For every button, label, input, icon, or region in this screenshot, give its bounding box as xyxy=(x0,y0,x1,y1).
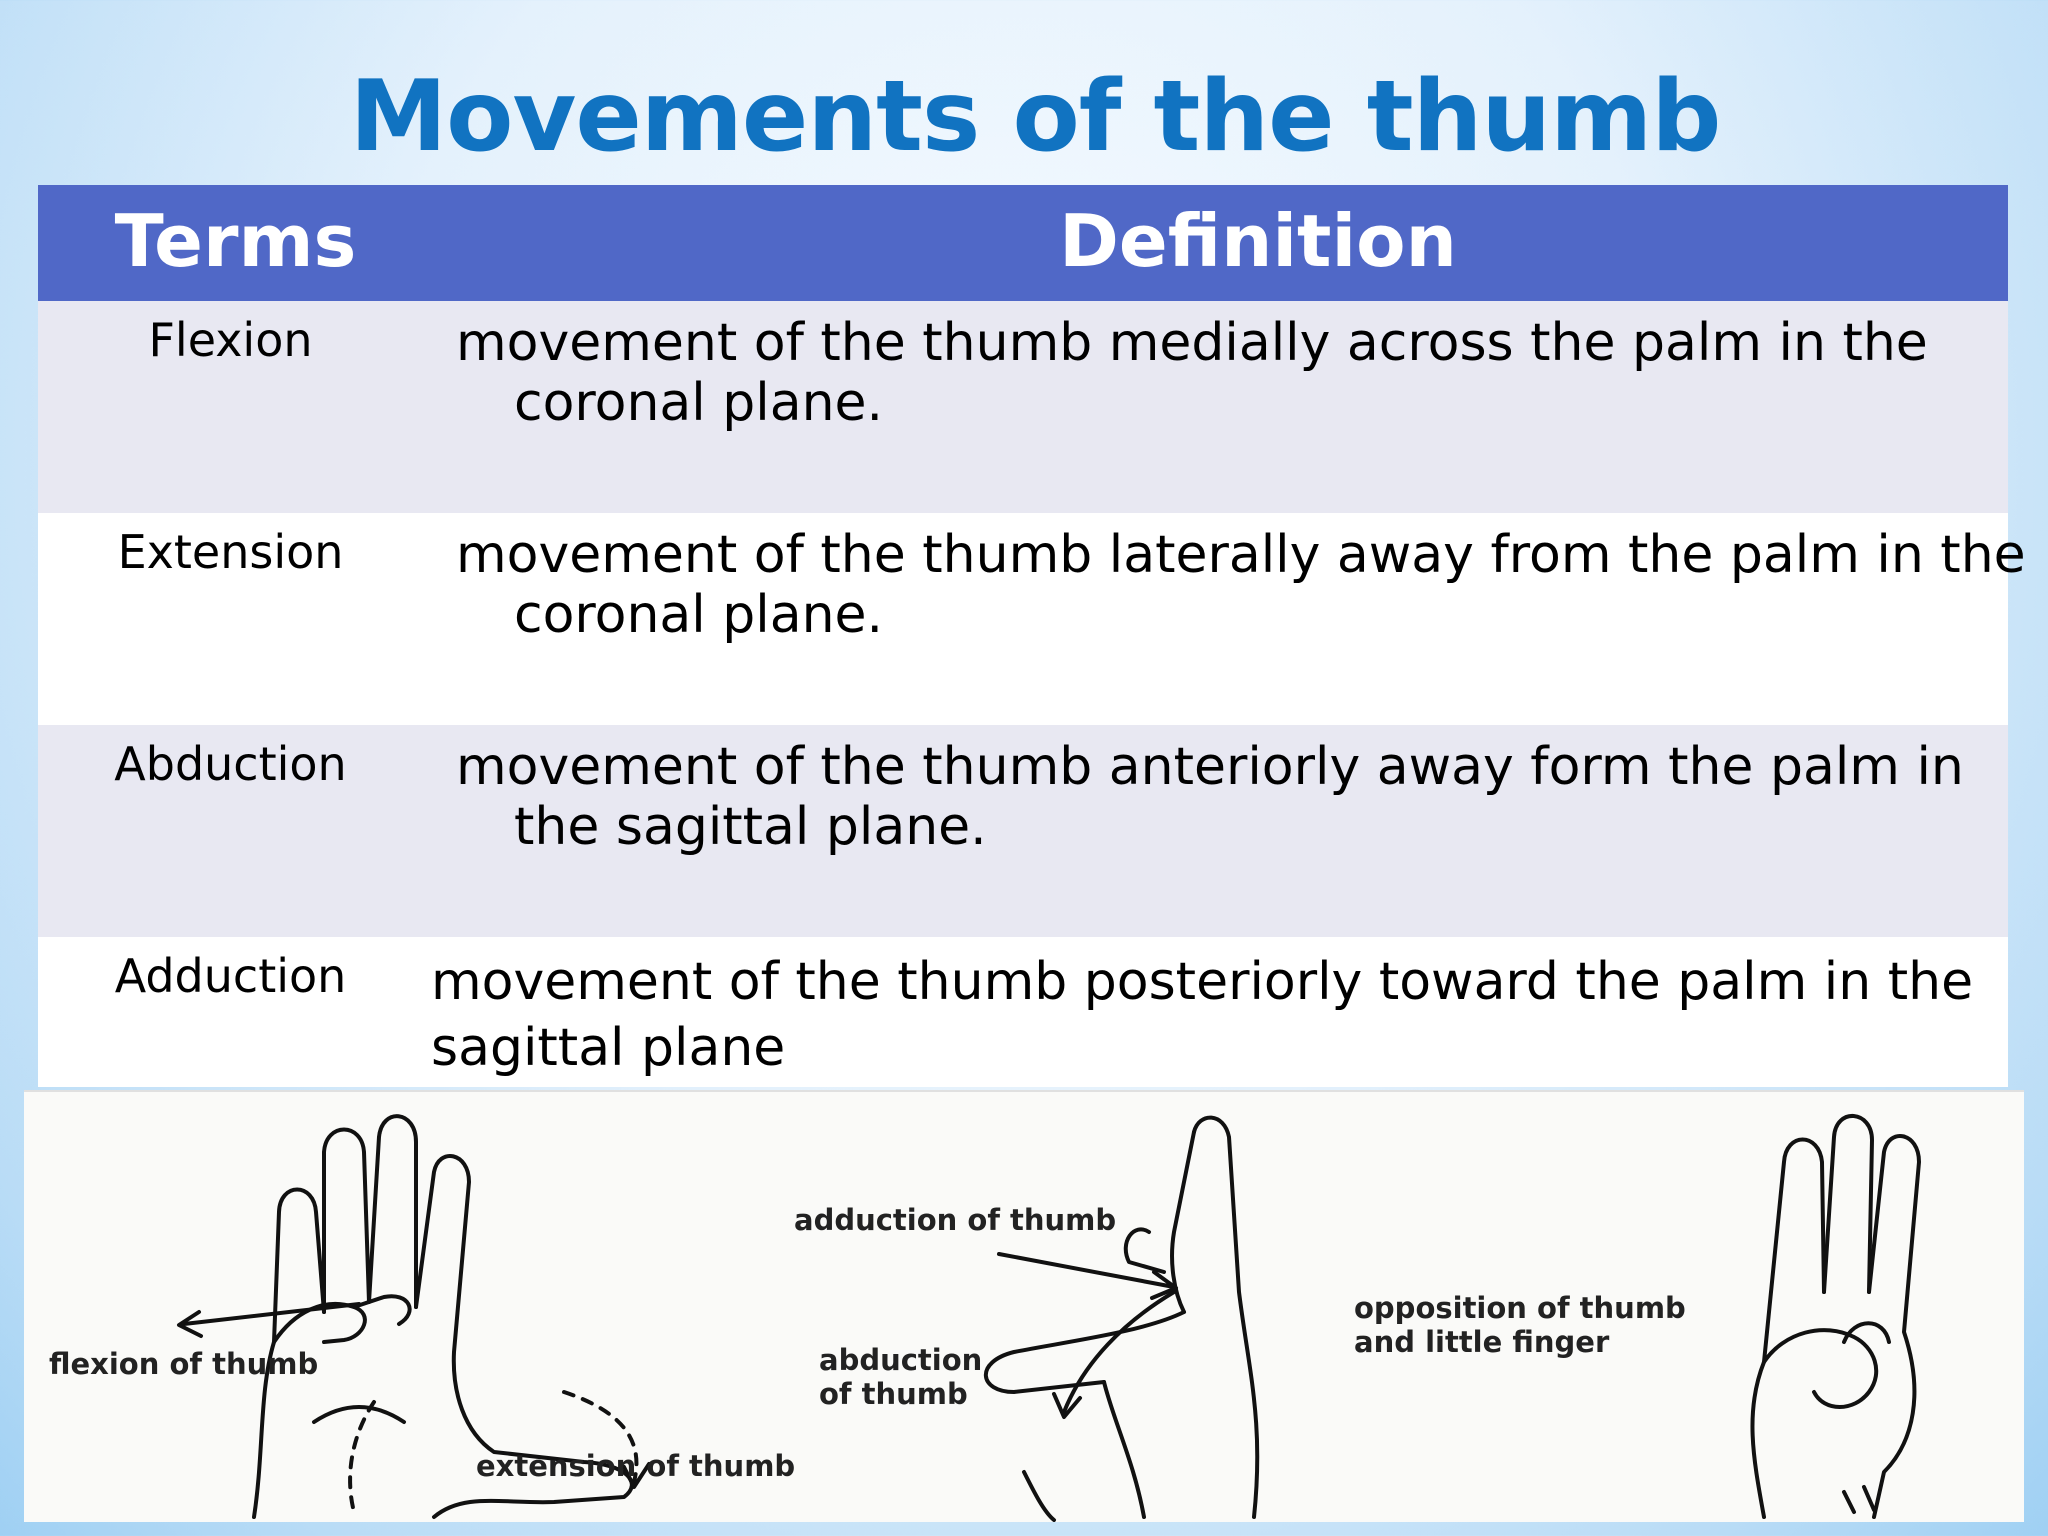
caption-flexion: flexion of thumb xyxy=(49,1347,319,1381)
definition-cell: movement of the thumb anteriorly away fo… xyxy=(456,737,1964,857)
flexion-arrow xyxy=(182,1302,361,1326)
term-cell: Extension xyxy=(117,525,344,579)
movements-table: Terms Definition Flexion movement of the… xyxy=(38,185,2026,1087)
caption-abduction-1: abduction xyxy=(819,1343,983,1377)
table-row: Abduction movement of the thumb anterior… xyxy=(38,725,2008,937)
header-definition: Definition xyxy=(1059,199,1457,283)
adduction-arrow xyxy=(997,1252,1176,1289)
term-cell: Abduction xyxy=(114,737,347,791)
term-cell: Flexion xyxy=(148,313,313,367)
thumb-movements-illustration: flexion of thumb extension of thumb addu… xyxy=(24,1090,2024,1522)
table-header: Terms Definition xyxy=(38,185,2008,301)
table-row: Adduction movement of the thumb posterio… xyxy=(38,937,2008,1087)
table-row: Extension movement of the thumb laterall… xyxy=(38,513,2026,725)
caption-extension: extension of thumb xyxy=(476,1449,796,1483)
caption-abduction-2: of thumb xyxy=(819,1377,968,1411)
caption-opposition-1: opposition of thumb xyxy=(1354,1291,1686,1325)
slide-title: Movements of the thumb xyxy=(349,60,1722,174)
hand-drawings xyxy=(177,1114,1921,1522)
table-row: Flexion movement of the thumb medially a… xyxy=(38,301,2008,513)
header-terms: Terms xyxy=(114,199,357,283)
definition-cell: movement of the thumb posteriorly toward… xyxy=(431,952,1974,1078)
middle-hand-drawing xyxy=(983,1115,1260,1522)
caption-adduction: adduction of thumb xyxy=(794,1203,1117,1237)
term-cell: Adduction xyxy=(114,949,347,1003)
left-hand-drawing xyxy=(252,1114,634,1519)
abduction-arrow xyxy=(1062,1290,1176,1414)
definition-cell: movement of the thumb medially across th… xyxy=(456,313,1928,433)
caption-opposition-2: and little finger xyxy=(1354,1325,1610,1359)
definition-cell: movement of the thumb laterally away fro… xyxy=(456,525,2026,645)
extension-arrow xyxy=(622,1462,651,1489)
right-hand-drawing xyxy=(1750,1114,1921,1519)
